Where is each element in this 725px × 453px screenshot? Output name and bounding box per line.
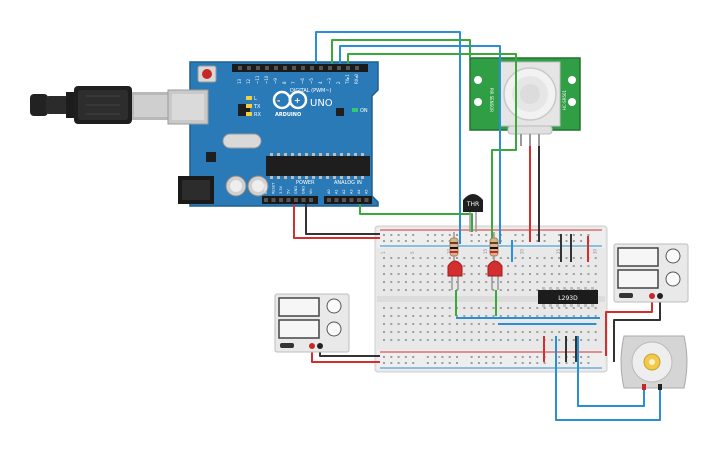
breadboard-column-label: 10 [447,248,452,254]
digital-pin-label: 13 [237,78,242,84]
wire-green-analog[interactable] [359,204,473,232]
led-tx-label: TX [253,104,261,110]
power-supply-right[interactable] [613,243,689,303]
power-supply-left[interactable] [274,293,350,353]
led-l-label: L [254,96,257,102]
arduino-logo: - + [272,90,308,110]
wire-red-psu-right[interactable] [605,298,653,356]
led-red-2[interactable] [487,260,503,290]
on-label: ON [360,108,368,114]
power-pin-label: GND [302,186,306,194]
digital-pin-label: TX▸1 [345,74,350,85]
wire-blue-motor-1[interactable] [555,336,661,421]
usb-cable [30,86,170,124]
wire-blue-motor-2[interactable] [577,336,645,407]
digital-pin-label: ~10 [264,75,269,84]
digital-pin-label: ~9 [273,78,278,84]
wire-green-d2[interactable] [347,53,517,244]
arduino-brand-text: ARDUINO [275,112,301,118]
digital-pin-label: ~5 [309,78,314,84]
digital-pin-label: 8 [282,81,287,84]
digital-pin-label: 2 [336,81,341,84]
thermistor[interactable]: THR [463,194,483,232]
wire-blue-digital-2[interactable] [339,45,501,244]
power-pin-label: 5V [287,189,291,194]
dc-motor[interactable] [620,335,688,390]
resistor-2[interactable] [489,232,499,262]
svg-text:-: - [277,96,280,105]
wire-red-psu-left[interactable] [311,348,380,363]
pir-right-text: HC-SR501 [562,89,567,110]
breadboard-column-label: 20 [520,248,525,254]
analog-header [324,196,372,204]
digital-pin-label: ~6 [300,78,305,84]
digital-pin-label: ~11 [255,75,260,84]
resistor-1[interactable] [449,232,459,262]
analog-pin-label: A4 [357,189,361,194]
led-red-1[interactable] [447,260,463,290]
digital-pin-label: 4 [318,81,323,84]
breadboard-column-label: 5 [410,251,415,254]
arduino-board[interactable]: L TX RX ON - + ARDUINO UNO 13 12 ~11 ~10 ~9 8… [167,61,379,207]
wires [293,31,661,421]
wire-red-5v[interactable] [293,204,380,239]
l293d-chip[interactable]: L293D [538,287,598,307]
psu-left-knob-1[interactable] [326,298,342,314]
pir-sensor[interactable]: PIR SENSOR HC-SR501 [469,57,581,135]
thermistor-label: THR [466,201,479,208]
motor-shaft-icon [643,353,661,371]
psu-right-knob-1[interactable] [665,248,681,264]
digital-header [232,64,368,72]
wire-green-pir-out[interactable] [331,39,471,64]
analog-pin-label: A2 [342,189,346,194]
pir-left-text: PIR SENSOR [489,88,494,112]
power-pin-label: Vin [309,188,313,194]
analog-pin-label: A3 [350,189,354,194]
breadboard-column-label: 1 [381,251,386,254]
digital-pin-label: 12 [246,78,251,84]
wire-blue-pir-signal[interactable] [315,31,461,244]
led-rx-label: RX [254,112,261,118]
psu-right-knob-2[interactable] [665,271,681,287]
l293d-label: L293D [558,295,578,302]
analog-pin-label: A0 [327,189,331,194]
digital-header-label: DIGITAL (PWM~) [290,88,332,94]
breadboard-column-label: 30 [593,248,598,254]
power-header-label: POWER [296,180,315,186]
analog-pin-label: A5 [365,189,369,194]
svg-text:+: + [294,96,301,105]
power-pin-label: IOREF [264,184,268,194]
power-pin-label: 3.3V [279,185,283,194]
power-pin-label: RESET [272,182,276,194]
breadboard-column-label: 15 [483,248,488,254]
psu-left-knob-2[interactable] [326,321,342,337]
breadboard-column-label: 25 [556,248,561,254]
atmega-chip [266,156,370,176]
analog-header-label: ANALOG IN [334,180,362,186]
analog-pin-label: A1 [335,189,339,194]
digital-pin-label: ~3 [327,78,332,84]
wire-black-psu-right[interactable] [613,298,661,362]
digital-pin-label: RX◂0 [354,73,359,84]
uno-model-text: UNO [310,98,333,109]
power-pin-label: GND [294,186,298,194]
usb-plug-icon [74,86,132,124]
digital-pin-label: 7 [291,81,296,84]
wire-black-gnd[interactable] [305,204,380,235]
